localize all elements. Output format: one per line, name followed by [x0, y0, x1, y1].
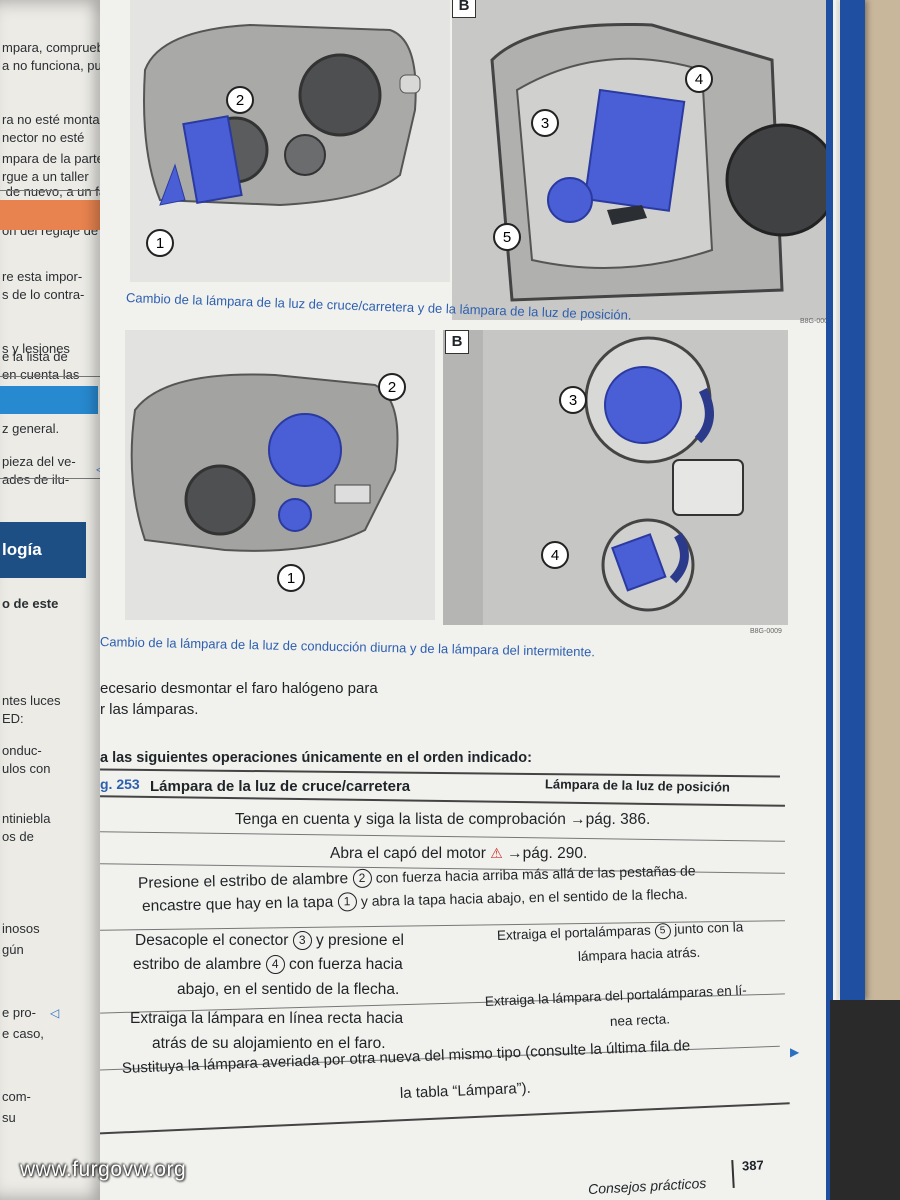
figure-bottom-caption: Cambio de la lámpara de la luz de conduc…: [100, 634, 596, 660]
headlamp-illustration: [143, 23, 421, 207]
watermark: www.furgovw.org: [20, 1158, 187, 1181]
end-triangle-icon-2: ◁: [50, 1006, 60, 1020]
callout-2: 2: [225, 85, 255, 120]
table-ref: g. 253: [100, 776, 140, 792]
figure-top-panel-b: [452, 0, 832, 320]
table-header-rule: [100, 795, 785, 807]
table-top-rule: [100, 768, 780, 778]
row-1-text: Tenga en cuenta y siga la lista de compr…: [235, 811, 651, 828]
svg-text:1: 1: [156, 235, 164, 252]
row-4-right-line-1: Extraiga el portalámparas 5 junto con la: [496, 919, 744, 943]
row-5-left-line-1: Extraiga la lámpara en línea recta hacia: [130, 1010, 404, 1027]
table-bottom-rule: [100, 1102, 790, 1136]
callout-1: 1: [145, 228, 175, 263]
row-4-left-line-3: abajo, en el sentido de la flecha.: [177, 981, 400, 998]
left-divider: [0, 190, 112, 191]
row-6-line-2: la tabla “Lámpara”).: [399, 1079, 532, 1102]
row-5-left-line-2: atrás de su alojamiento en el faro.: [152, 1035, 386, 1052]
body-line-1: ecesario desmontar el faro halógeno para: [100, 680, 378, 697]
section-heading: logía: [0, 522, 86, 578]
row-4-right-line-2: lámpara hacia atrás.: [577, 944, 701, 964]
left-warning-text: re esta impor-s de lo contra- s y lesion…: [2, 269, 85, 356]
book-cover-edge: [840, 0, 865, 1000]
row-5-right-line-2: nea recta.: [609, 1011, 671, 1029]
page-number: 387: [741, 1157, 765, 1174]
left-text-block-5: onduc-ulos con: [2, 743, 51, 776]
ref-number-2: 2: [352, 868, 372, 889]
svg-text:4: 4: [695, 71, 703, 88]
callout-5: 5: [492, 222, 522, 257]
headlamp-rear-illustration: [130, 373, 399, 552]
row-5-right-line-1: Extraiga la lámpara del portalámparas en…: [484, 982, 747, 1009]
left-divider-3: [0, 478, 100, 479]
figure-code-2: B8G-0009: [750, 628, 782, 635]
figure-top-panel-a: [130, 0, 450, 282]
callout-4: 4: [684, 64, 714, 99]
row-2-text: Abra el capó del motor ⚠ →pág. 290.: [330, 842, 587, 865]
svg-text:4: 4: [551, 547, 559, 564]
callout-3: 3: [530, 108, 560, 143]
table-header-col1: Lámpara de la luz de cruce/carretera: [150, 778, 411, 795]
svg-text:5: 5: [503, 229, 511, 246]
panel-letter-b: B: [452, 0, 476, 18]
callout-4-bottom: 4: [540, 540, 570, 575]
callout-2-bottom: 2: [377, 372, 407, 407]
body-line-2: r las lámparas.: [100, 701, 199, 718]
left-note-text: pieza del ve-ades de ilu-: [2, 454, 76, 487]
left-subheading: o de este: [2, 596, 59, 611]
note-banner: [0, 386, 98, 414]
figure-bottom-panel-b: [443, 330, 788, 625]
page-edge-white: [836, 0, 839, 1200]
svg-text:2: 2: [388, 379, 396, 396]
dark-background: [830, 1000, 900, 1200]
ref-number-4: 4: [265, 955, 285, 974]
callout-3-bottom: 3: [558, 385, 588, 420]
ref-number-3: 3: [292, 931, 312, 950]
svg-text:3: 3: [541, 115, 549, 132]
manual-page: 2 1 4 3 5 B B8G-0008 Cambio de la lámpar…: [100, 0, 840, 1200]
warning-banner: [0, 200, 112, 230]
left-divider-2: [0, 376, 100, 377]
continue-arrow-icon: ▶: [790, 1045, 800, 1059]
row-4-left-line-1: Desacople el conector 3 y presione el: [135, 931, 404, 950]
figure-code: B8G-0008: [800, 318, 832, 325]
row-4-left-line-2: estribo de alambre 4 con fuerza hacia: [133, 955, 403, 974]
row-2-label: Abra el capó del motor: [330, 845, 486, 862]
ref-number-1: 1: [337, 892, 357, 912]
row-rule: [100, 831, 785, 842]
callout-1-bottom: 1: [276, 563, 306, 598]
svg-text:2: 2: [236, 92, 244, 109]
engine-bay-illustration: [490, 22, 832, 302]
panel-letter-b-2: B: [445, 330, 469, 354]
table-intro: a las siguientes operaciones únicamente …: [100, 750, 532, 766]
page-edge-blue: [826, 0, 833, 1200]
svg-text:1: 1: [287, 570, 295, 587]
footer-divider: [731, 1159, 735, 1189]
row-2-page-ref: →pág. 290.: [507, 845, 588, 862]
table-header-col2: Lámpara de la luz de posición: [544, 776, 731, 795]
svg-text:3: 3: [569, 392, 577, 409]
ref-number-5: 5: [654, 922, 671, 940]
bulb-sockets-illustration: [443, 330, 744, 625]
warning-triangle-icon: ⚠: [490, 845, 503, 861]
footer-section: Consejos prácticos: [587, 1174, 707, 1198]
